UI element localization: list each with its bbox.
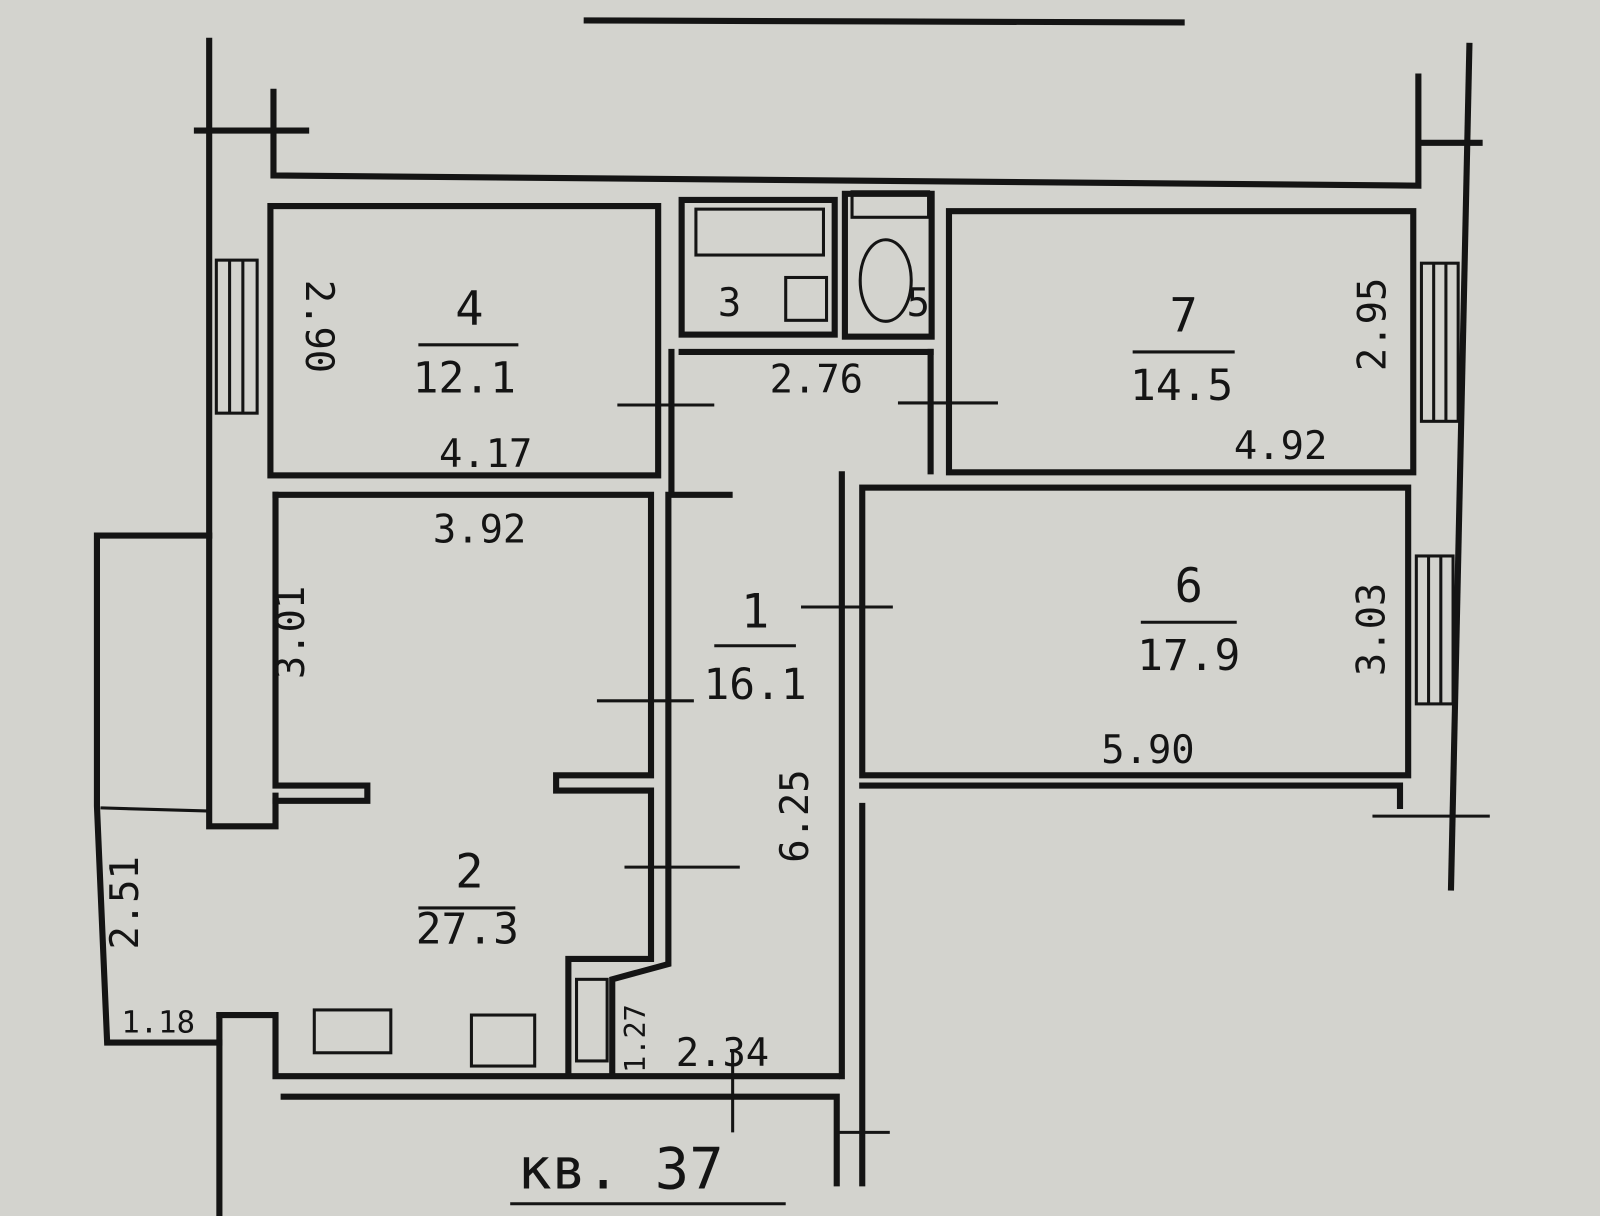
dim-corridor-length: 6.25 [773, 769, 818, 862]
room-number: 2 [455, 845, 483, 900]
room-area: 12.1 [413, 354, 516, 404]
dim-room2-width: 3.92 [433, 508, 526, 553]
room-area: 27.3 [416, 905, 519, 955]
dim-alcove-width: 1.18 [121, 1005, 195, 1040]
room-3-number: 3 [718, 281, 741, 326]
room-4-label: 4 12.1 [413, 281, 519, 404]
dim-room4-height: 2.90 [296, 280, 341, 373]
dim-bath-width: 2.76 [770, 358, 863, 403]
dim-room7-width: 4.92 [1234, 424, 1327, 469]
kitchen-sink-icon [469, 1013, 537, 1068]
walls [93, 37, 1483, 1216]
bathtub-icon [694, 207, 826, 257]
dim-corridor-small: 1.27 [618, 1004, 652, 1073]
room-number: 4 [455, 281, 483, 336]
dim-room6-width: 5.90 [1101, 728, 1194, 773]
room-7-label: 7 14.5 [1130, 289, 1235, 411]
dim-room2-height: 3.01 [269, 586, 314, 679]
room-number: 6 [1175, 559, 1203, 614]
sink-icon [784, 275, 829, 322]
door-markers [596, 401, 1490, 1134]
room-area: 16.1 [704, 660, 807, 710]
dim-alcove-height: 2.51 [103, 856, 148, 949]
dim-room4-width: 4.17 [439, 432, 532, 477]
room-number: 1 [741, 584, 769, 639]
fixtures [312, 207, 913, 1068]
apartment-label: кв. 37 [517, 1136, 723, 1202]
room-5-number: 5 [907, 281, 930, 326]
top-border-line [583, 17, 1185, 26]
toilet-icon [858, 238, 913, 323]
dim-corridor-width: 2.34 [676, 1031, 769, 1076]
dim-room6-height: 3.03 [1350, 583, 1395, 676]
room-6-label: 6 17.9 [1137, 559, 1240, 681]
room-number: 7 [1170, 289, 1198, 344]
room-2-label: 2 27.3 [416, 845, 519, 955]
ventilation-icon [575, 977, 609, 1063]
stove-icon [312, 1008, 393, 1055]
room-1-label: 1 16.1 [704, 584, 807, 709]
room-area: 14.5 [1130, 361, 1233, 411]
room-area: 17.9 [1137, 631, 1240, 681]
dim-room7-height: 2.95 [1351, 278, 1396, 371]
